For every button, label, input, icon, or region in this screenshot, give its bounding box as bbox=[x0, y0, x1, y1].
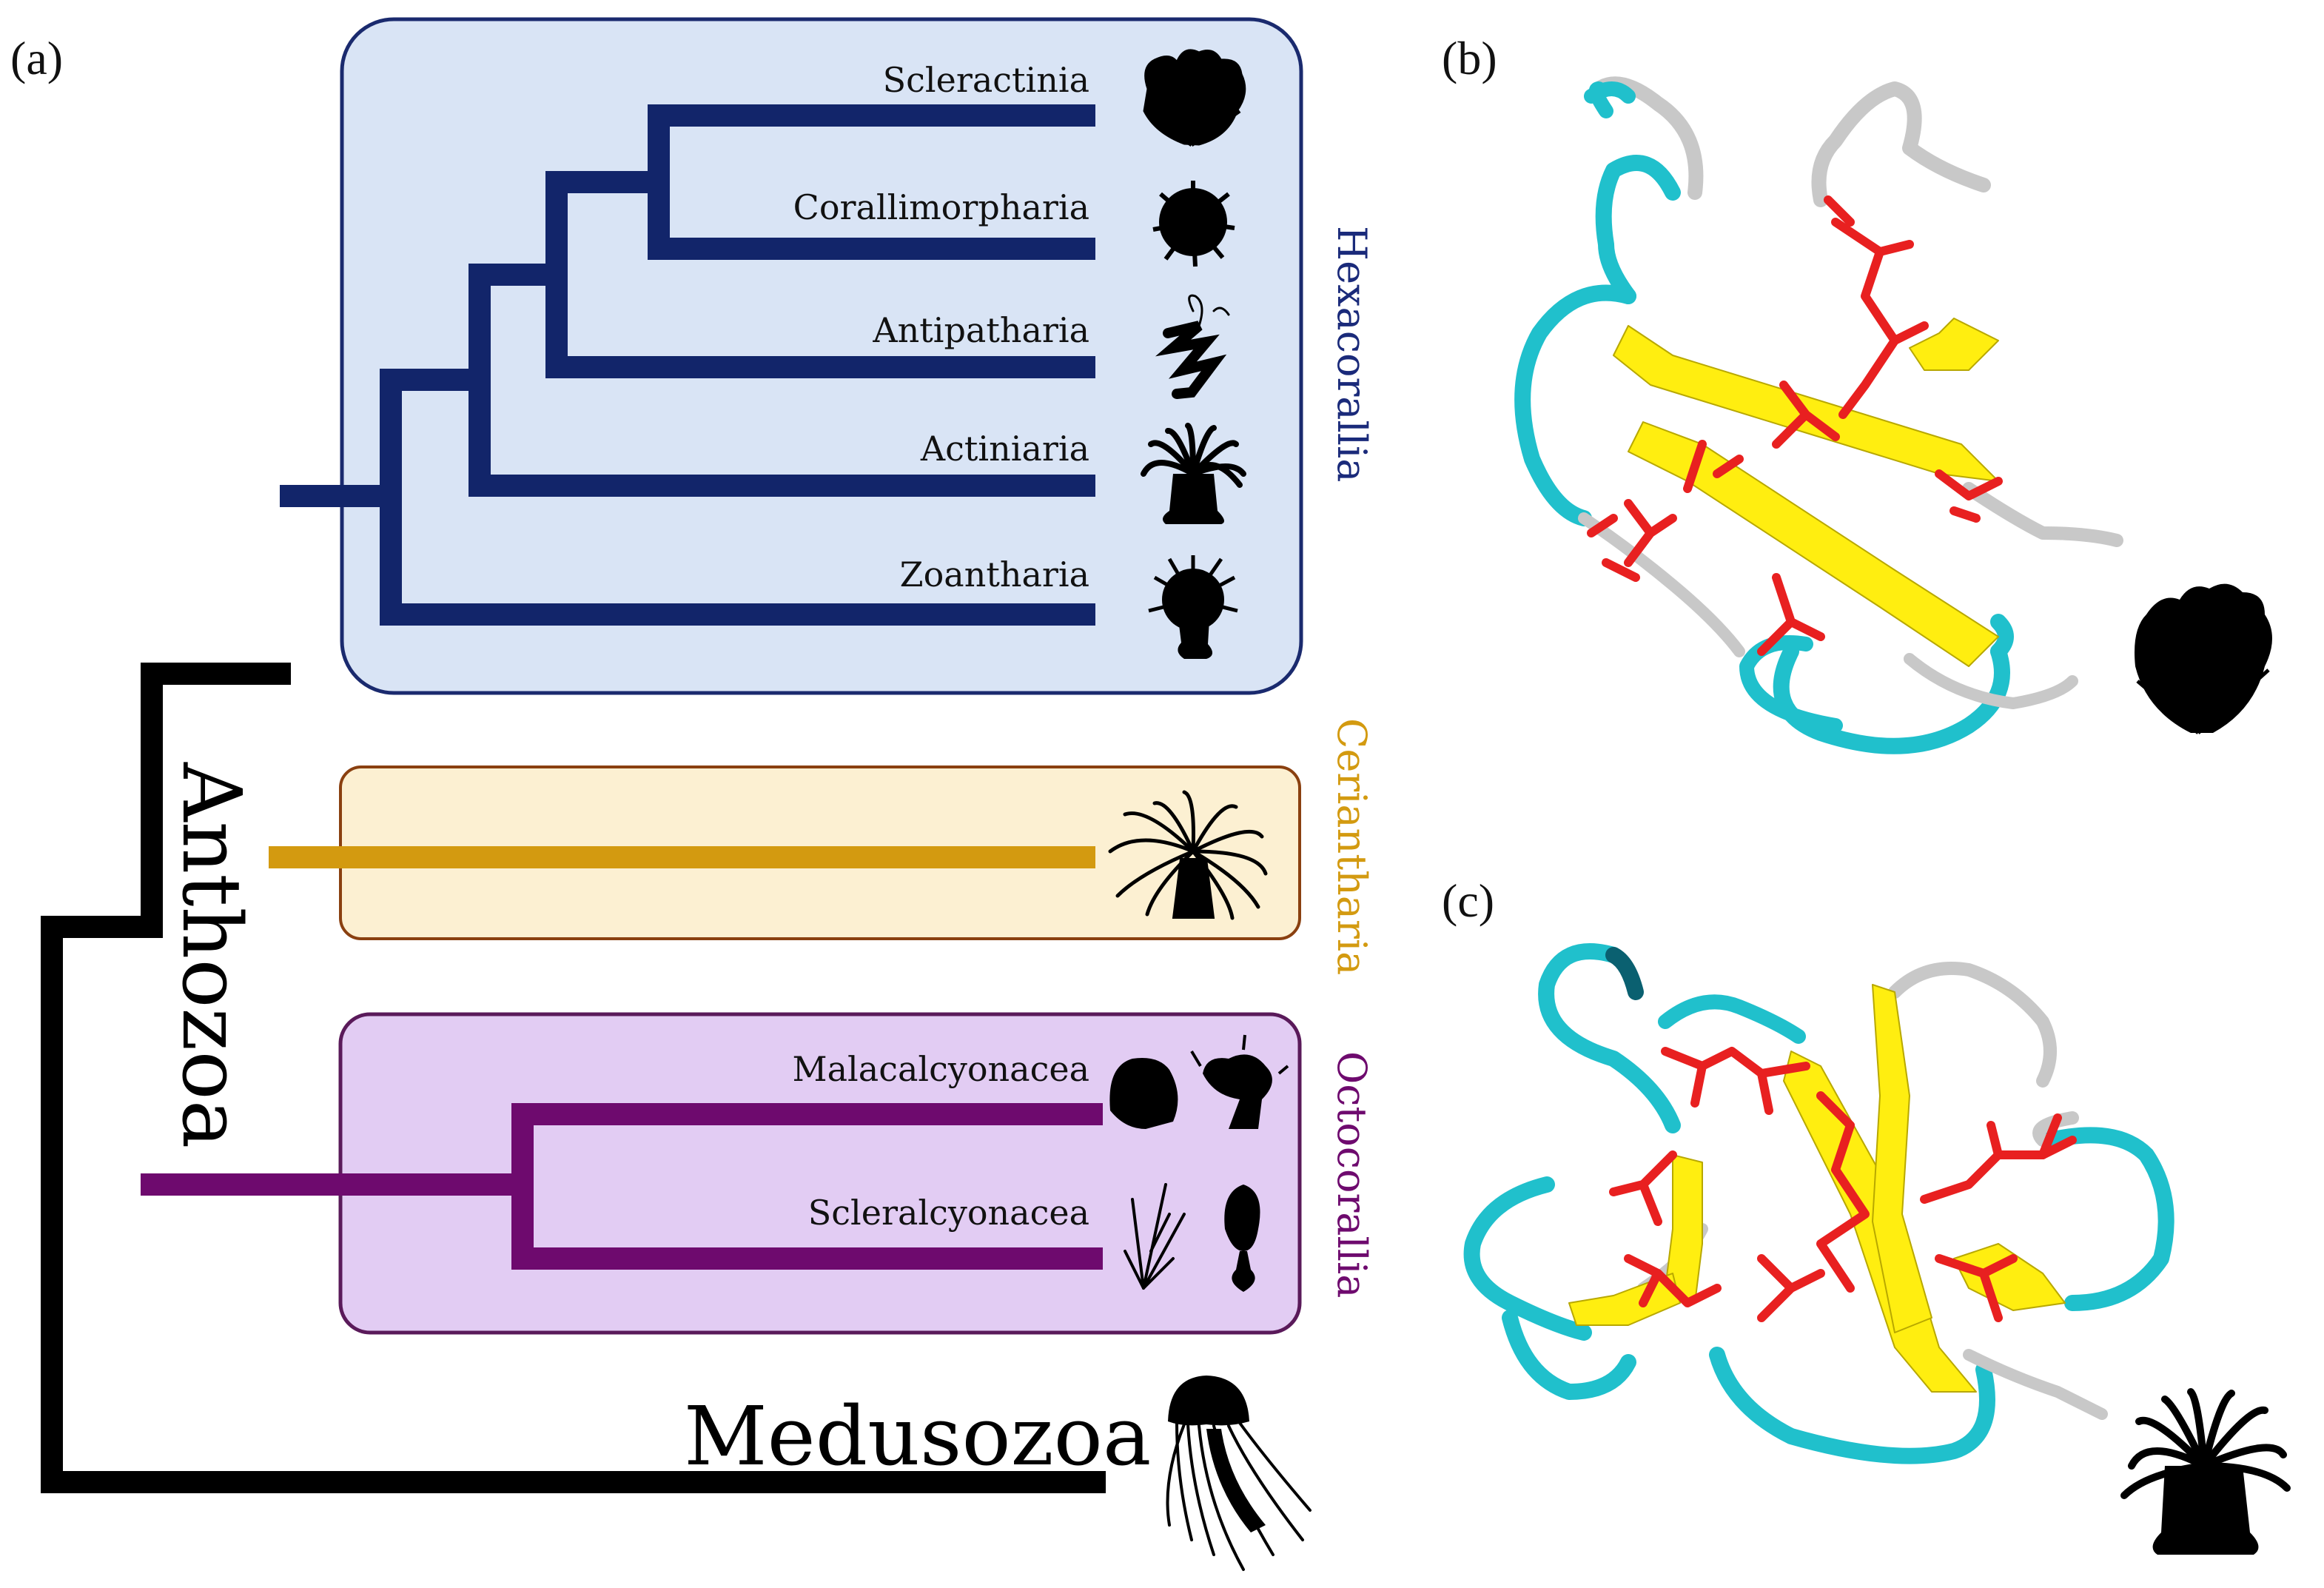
coil-b-8 bbox=[1739, 635, 1843, 733]
ceriantharia-tube-anemone-silhouette bbox=[1108, 790, 1268, 920]
label-antipatharia: Antipatharia bbox=[872, 310, 1089, 350]
branch-octo-node bbox=[511, 1103, 1103, 1270]
coil-b-2 bbox=[1514, 284, 1636, 526]
label-octocorallia: Octocorallia bbox=[1329, 1051, 1375, 1299]
coil-c-5 bbox=[1502, 1310, 1636, 1400]
label-corallimorpharia: Corallimorpharia bbox=[793, 187, 1089, 227]
actiniaria-anemone-silhouette bbox=[1141, 423, 1246, 524]
label-medusozoa: Medusozoa bbox=[684, 1389, 1151, 1484]
coil-b-1 bbox=[1595, 155, 1681, 304]
coil-b-11 bbox=[1990, 614, 2014, 660]
sheet-c-5 bbox=[1953, 1243, 2066, 1311]
corallimorpharia-silhouette bbox=[1152, 181, 1235, 267]
label-zoantharia: Zoantharia bbox=[900, 555, 1089, 594]
scleralcyonacea-sea-pen-silhouette bbox=[1124, 1183, 1260, 1292]
protein-structure-b bbox=[1514, 76, 2123, 754]
coil-b-10 bbox=[1904, 653, 2078, 709]
panel-label-c: (c) bbox=[1442, 874, 1494, 927]
coil-b-6 bbox=[1962, 482, 2123, 547]
protein-structure-c bbox=[1463, 943, 2174, 1464]
sidechains-c bbox=[1609, 1047, 2077, 1322]
coil-c-2 bbox=[1605, 947, 1644, 1000]
coil-c-8 bbox=[2042, 1127, 2174, 1311]
coil-b-5 bbox=[1811, 81, 1991, 207]
zoantharia-silhouette bbox=[1148, 555, 1238, 659]
coil-c-6 bbox=[1709, 1347, 1995, 1464]
panel-label-b: (b) bbox=[1442, 32, 1497, 84]
scleractinia-coral-silhouette-b bbox=[2135, 583, 2272, 734]
actiniaria-anemone-silhouette-c bbox=[2120, 1388, 2291, 1555]
coil-b-9 bbox=[1578, 512, 1745, 657]
root-branch bbox=[41, 916, 1106, 1493]
scleractinia-coral-silhouette bbox=[1143, 49, 1246, 147]
coil-c-9 bbox=[2032, 1111, 2079, 1147]
label-anthozoa: Anthozoa bbox=[164, 762, 259, 1148]
coil-b-4 bbox=[1584, 81, 1636, 118]
label-scleractinia: Scleractinia bbox=[883, 60, 1089, 100]
sheet-c-2 bbox=[1872, 984, 1932, 1333]
label-actiniaria: Actiniaria bbox=[920, 429, 1089, 469]
malacalcyonacea-soft-coral-silhouette bbox=[1109, 1034, 1289, 1129]
coil-c-7 bbox=[1888, 962, 2057, 1088]
medusozoa-jellyfish-silhouette bbox=[1166, 1376, 1312, 1571]
coil-c-10 bbox=[1963, 1349, 2108, 1420]
label-hexacorallia: Hexacorallia bbox=[1329, 226, 1375, 482]
sheet-b-1 bbox=[1613, 325, 1999, 482]
label-malacalcyonacea: Malacalcyonacea bbox=[793, 1049, 1089, 1089]
sheet-b-2 bbox=[1628, 421, 1999, 667]
label-scleralcyonacea: Scleralcyonacea bbox=[808, 1193, 1089, 1233]
antipatharia-silhouette bbox=[1155, 294, 1230, 399]
hexacorallia-branches bbox=[280, 104, 1095, 626]
label-ceriantharia: Ceriantharia bbox=[1329, 718, 1375, 975]
sheet-b-3 bbox=[1909, 318, 1999, 371]
panel-label-a: (a) bbox=[10, 32, 63, 84]
sidechains-b bbox=[1587, 195, 2003, 656]
octocorallia-branches bbox=[141, 1103, 1103, 1270]
coil-c-4 bbox=[1463, 1176, 1592, 1341]
coil-c-3 bbox=[1658, 994, 1806, 1044]
coil-c-1 bbox=[1538, 943, 1681, 1133]
